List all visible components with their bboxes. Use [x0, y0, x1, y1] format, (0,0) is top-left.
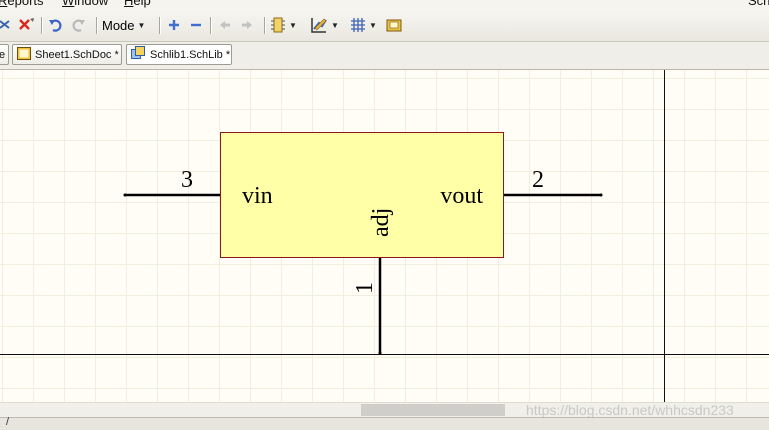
toolbar: Mode ▼ ▼ ▼ — [0, 9, 769, 42]
pin-2-number: 2 — [532, 167, 544, 193]
toolbar-separator — [159, 17, 161, 34]
schematic-drawing: 3 vin 2 vout 1 adj — [0, 70, 769, 402]
pin-1-number: 1 — [352, 282, 378, 294]
chevron-down-icon: ▼ — [137, 20, 146, 30]
toolbar-separator — [264, 17, 266, 34]
redo-button[interactable] — [68, 15, 88, 35]
grid-icon — [351, 18, 365, 32]
watermark: https://blog.csdn.net/whhcsdn233 — [526, 402, 734, 418]
tab-schlib1-schlib[interactable]: Schlib1.SchLib * — [126, 44, 232, 65]
remove-button[interactable] — [187, 15, 205, 35]
status-text: / — [6, 416, 10, 428]
plus-icon — [169, 20, 179, 30]
chevron-down-icon: ▼ — [369, 20, 377, 30]
component-icon — [271, 17, 285, 33]
pin-1-name: adj — [368, 208, 394, 237]
tab-previous-document[interactable]: e — [0, 44, 9, 65]
tab-label: Sheet1.SchDoc * — [35, 48, 119, 61]
menu-window[interactable]: Window — [62, 0, 109, 8]
scissors-icon — [0, 20, 10, 29]
add-button[interactable] — [165, 15, 183, 35]
library-icon — [386, 19, 402, 32]
pin-1-end — [378, 351, 382, 355]
next-button[interactable] — [238, 15, 256, 35]
grid-dropdown[interactable]: ▼ — [350, 15, 380, 35]
drawing-tools-icon — [311, 18, 327, 33]
redo-icon — [72, 19, 85, 32]
drawing-tools-dropdown[interactable]: ▼ — [310, 15, 344, 35]
menu-reports[interactable]: Reports — [0, 0, 44, 8]
menu-help[interactable]: Help — [124, 0, 151, 8]
previous-button[interactable] — [216, 15, 234, 35]
mode-dropdown[interactable]: Mode ▼ — [102, 15, 156, 35]
pin-3-name: vin — [242, 183, 273, 209]
minus-icon — [191, 23, 201, 27]
pin-2-name: vout — [440, 183, 483, 209]
place-component-dropdown[interactable]: ▼ — [270, 15, 304, 35]
component-body[interactable] — [220, 132, 504, 258]
toolbar-separator — [41, 17, 43, 34]
menu-bar: Reports Window Help Sch — [0, 0, 769, 9]
schematic-document-icon — [17, 46, 31, 63]
undo-icon — [49, 19, 62, 32]
pin-3-number: 3 — [181, 167, 193, 193]
cut-tool-button[interactable] — [0, 15, 12, 35]
toolbar-separator — [210, 17, 212, 34]
schematic-canvas[interactable]: 3 vin 2 vout 1 adj — [0, 70, 769, 402]
mode-label: Mode — [102, 17, 135, 33]
arrow-right-icon — [242, 21, 252, 29]
document-tab-bar: e Sheet1.SchDoc * Schlib1.SchLib * — [0, 42, 769, 70]
pin-3[interactable]: 3 vin — [123, 167, 273, 209]
delete-tool-button[interactable] — [16, 15, 38, 35]
scrollbar-thumb[interactable] — [361, 404, 505, 416]
pin-2-end — [599, 193, 603, 197]
chevron-down-icon: ▼ — [331, 20, 339, 30]
menu-right-fragment[interactable]: Sch — [748, 0, 769, 8]
pin-1[interactable]: 1 adj — [352, 208, 394, 355]
chevron-down-icon: ▼ — [289, 20, 297, 30]
delete-x-icon — [19, 18, 34, 30]
pin-3-end — [123, 193, 127, 197]
tab-label: e — [0, 48, 6, 61]
undo-button[interactable] — [46, 15, 66, 35]
pin-2[interactable]: 2 vout — [440, 167, 603, 209]
tab-sheet1-schdoc[interactable]: Sheet1.SchDoc * — [12, 44, 122, 65]
horizontal-scrollbar[interactable] — [0, 402, 769, 417]
schematic-library-icon — [131, 46, 146, 63]
toolbar-separator — [96, 17, 98, 34]
status-bar: / — [0, 416, 769, 430]
arrow-left-icon — [220, 21, 230, 29]
library-button[interactable] — [384, 15, 404, 35]
tab-label: Schlib1.SchLib * — [150, 48, 231, 61]
